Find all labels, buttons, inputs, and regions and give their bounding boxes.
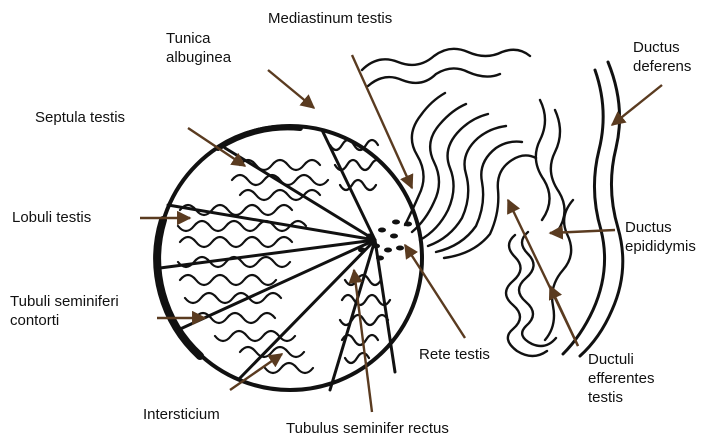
label-tubuli-seminiferi-2: contorti [10, 311, 59, 330]
leader-rectus [354, 270, 372, 412]
label-mediastinum-testis: Mediastinum testis [268, 9, 392, 28]
label-ductuli-efferentes-3: testis [588, 388, 623, 407]
leader-ductus-epididymis [550, 230, 615, 233]
leader-lines [140, 55, 662, 412]
efferent-ductules [362, 49, 565, 258]
label-rete-testis: Rete testis [419, 345, 490, 364]
label-tubulus-seminifer-rectus: Tubulus seminifer rectus [286, 419, 449, 438]
label-ductus-epididymis-2: epididymis [625, 237, 696, 256]
leader-tunica [268, 70, 314, 108]
label-intersticium: Intersticium [143, 405, 220, 424]
label-tunica-albuginea-1: Tunica [166, 29, 210, 48]
label-septula-testis: Septula testis [35, 108, 125, 127]
label-ductuli-efferentes-2: efferentes [588, 369, 654, 388]
leader-septula [188, 128, 245, 166]
ductus-deferens [563, 62, 623, 356]
leader-rete [405, 245, 465, 338]
label-lobuli-testis: Lobuli testis [12, 208, 91, 227]
label-ductus-deferens-1: Ductus [633, 38, 680, 57]
label-ductus-epididymis-1: Ductus [625, 218, 672, 237]
label-ductus-deferens-2: deferens [633, 57, 691, 76]
label-ductuli-efferentes-1: Ductuli [588, 350, 634, 369]
label-tubuli-seminiferi-1: Tubuli seminiferi [10, 292, 119, 311]
label-tunica-albuginea-2: albuginea [166, 48, 231, 67]
